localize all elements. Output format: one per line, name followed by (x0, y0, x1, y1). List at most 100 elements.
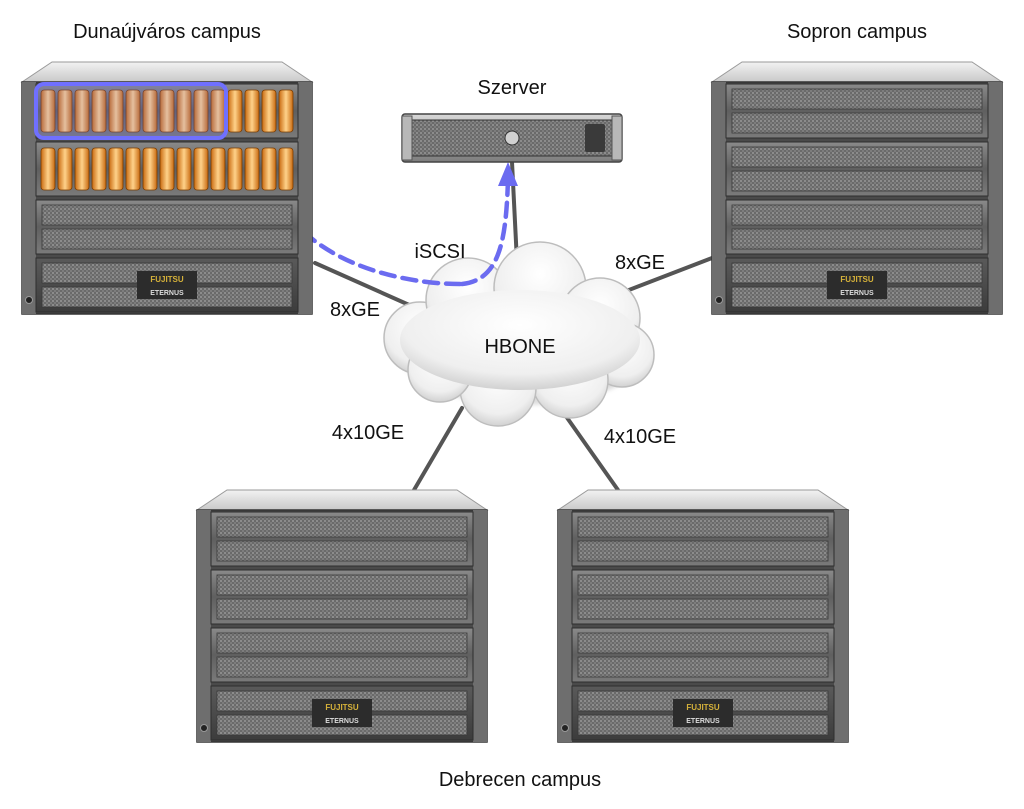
disk-drive (40, 89, 56, 133)
link-label-debrecen-left: 4x10GE (332, 422, 404, 444)
disk-drive (244, 89, 260, 133)
link-label-debrecen-right: 4x10GE (604, 426, 676, 448)
disk-drive (278, 147, 294, 191)
disk-drive (57, 147, 73, 191)
rack-unit (35, 141, 299, 197)
brand-logo: FUJITSU (686, 703, 720, 712)
rack-rail-left (558, 510, 572, 742)
rack-unit (210, 511, 474, 567)
rack-unit: FUJITSU ETERNUS (715, 257, 989, 313)
vent-panel (577, 632, 829, 654)
disk-drive (108, 147, 124, 191)
sopron-campus-label: Sopron campus (787, 21, 927, 43)
dunaujvaros-campus-label: Dunaújváros campus (73, 21, 261, 43)
power-button-icon (715, 296, 723, 304)
link-debrecen-left (412, 406, 464, 492)
power-button-icon (25, 296, 33, 304)
rack-lid (195, 489, 489, 511)
protocol-label: iSCSI (414, 241, 465, 263)
disk-drive (193, 89, 209, 133)
rack-rail-right (298, 82, 312, 314)
rack-rail-right (473, 510, 487, 742)
power-button-icon (200, 724, 208, 732)
vent-panel (731, 112, 983, 134)
highlighted-volume (34, 82, 228, 140)
vent-panel (577, 598, 829, 620)
rack-unit (571, 627, 835, 683)
brand-plate (137, 271, 197, 299)
disk-drive (261, 147, 277, 191)
vent-panel (731, 88, 983, 110)
vent-panel (216, 574, 468, 596)
disk-drive (125, 89, 141, 133)
disk-drive (74, 147, 90, 191)
vent-panel (216, 598, 468, 620)
disk-drive (108, 89, 124, 133)
rack-lid (710, 61, 1004, 83)
disk-drive (142, 147, 158, 191)
brand-plate (827, 271, 887, 299)
highlighted-volume-fill (36, 84, 226, 138)
disk-drive (74, 89, 90, 133)
model-label: ETERNUS (840, 290, 874, 297)
disk-drive (159, 147, 175, 191)
vent-panel (216, 516, 468, 538)
disk-drive (159, 89, 175, 133)
server-label: Szerver (478, 77, 547, 99)
rack-rail-right (988, 82, 1002, 314)
vent-panel (216, 540, 468, 562)
dunaujvaros-storage-array: FUJITSU ETERNUS (20, 61, 314, 315)
rack-unit (210, 627, 474, 683)
rack-unit (35, 199, 299, 255)
rack-unit (571, 569, 835, 625)
disk-drive (142, 89, 158, 133)
brand-plate (673, 699, 733, 727)
disk-drive (91, 89, 107, 133)
disk-drive (193, 147, 209, 191)
brand-logo: FUJITSU (325, 703, 359, 712)
arrowhead-server-icon (498, 162, 518, 186)
model-label: ETERNUS (150, 290, 184, 297)
iscsi-arrow-to-server (459, 177, 511, 287)
vent-panel (577, 656, 829, 678)
rack-unit: FUJITSU ETERNUS (200, 685, 474, 741)
disk-drive (278, 89, 294, 133)
storage-arrays: FUJITSU ETERNUS FUJITSU ETERNUS FUJITSU ETERN… (20, 61, 1004, 743)
rack-unit (571, 511, 835, 567)
disk-drive (125, 147, 141, 191)
disk-drive (227, 89, 243, 133)
model-label: ETERNUS (325, 718, 359, 725)
vent-panel (731, 170, 983, 192)
power-button-icon (561, 724, 569, 732)
link-label-dunaujvaros: 8xGE (330, 299, 380, 321)
disk-drive (57, 89, 73, 133)
rack-rail-right (834, 510, 848, 742)
vent-panel (577, 574, 829, 596)
sopron-storage-array: FUJITSU ETERNUS (710, 61, 1004, 315)
rack-unit (725, 141, 989, 197)
disk-drive (210, 147, 226, 191)
vent-panel (577, 516, 829, 538)
disk-drive (40, 147, 56, 191)
hbone-cloud: HBONE (383, 241, 655, 427)
rack-unit (35, 83, 299, 139)
debrecen-campus-label: Debrecen campus (439, 769, 601, 791)
disk-drive (244, 147, 260, 191)
disk-drive (261, 89, 277, 133)
brand-logo: FUJITSU (840, 275, 874, 284)
vent-panel (731, 204, 983, 226)
link-debrecen-right (561, 410, 620, 492)
vent-panel (731, 146, 983, 168)
debrecen-storage-array-right: FUJITSU ETERNUS (556, 489, 850, 743)
vent-panel (731, 228, 983, 250)
model-label: ETERNUS (686, 718, 720, 725)
rack-unit (725, 199, 989, 255)
disk-drive (176, 147, 192, 191)
rack-rail-left (712, 82, 726, 314)
rack-unit (725, 83, 989, 139)
rack-unit: FUJITSU ETERNUS (25, 257, 299, 313)
server (401, 113, 623, 163)
vent-panel (216, 656, 468, 678)
rack-lid (20, 61, 314, 83)
brand-logo: FUJITSU (150, 275, 184, 284)
